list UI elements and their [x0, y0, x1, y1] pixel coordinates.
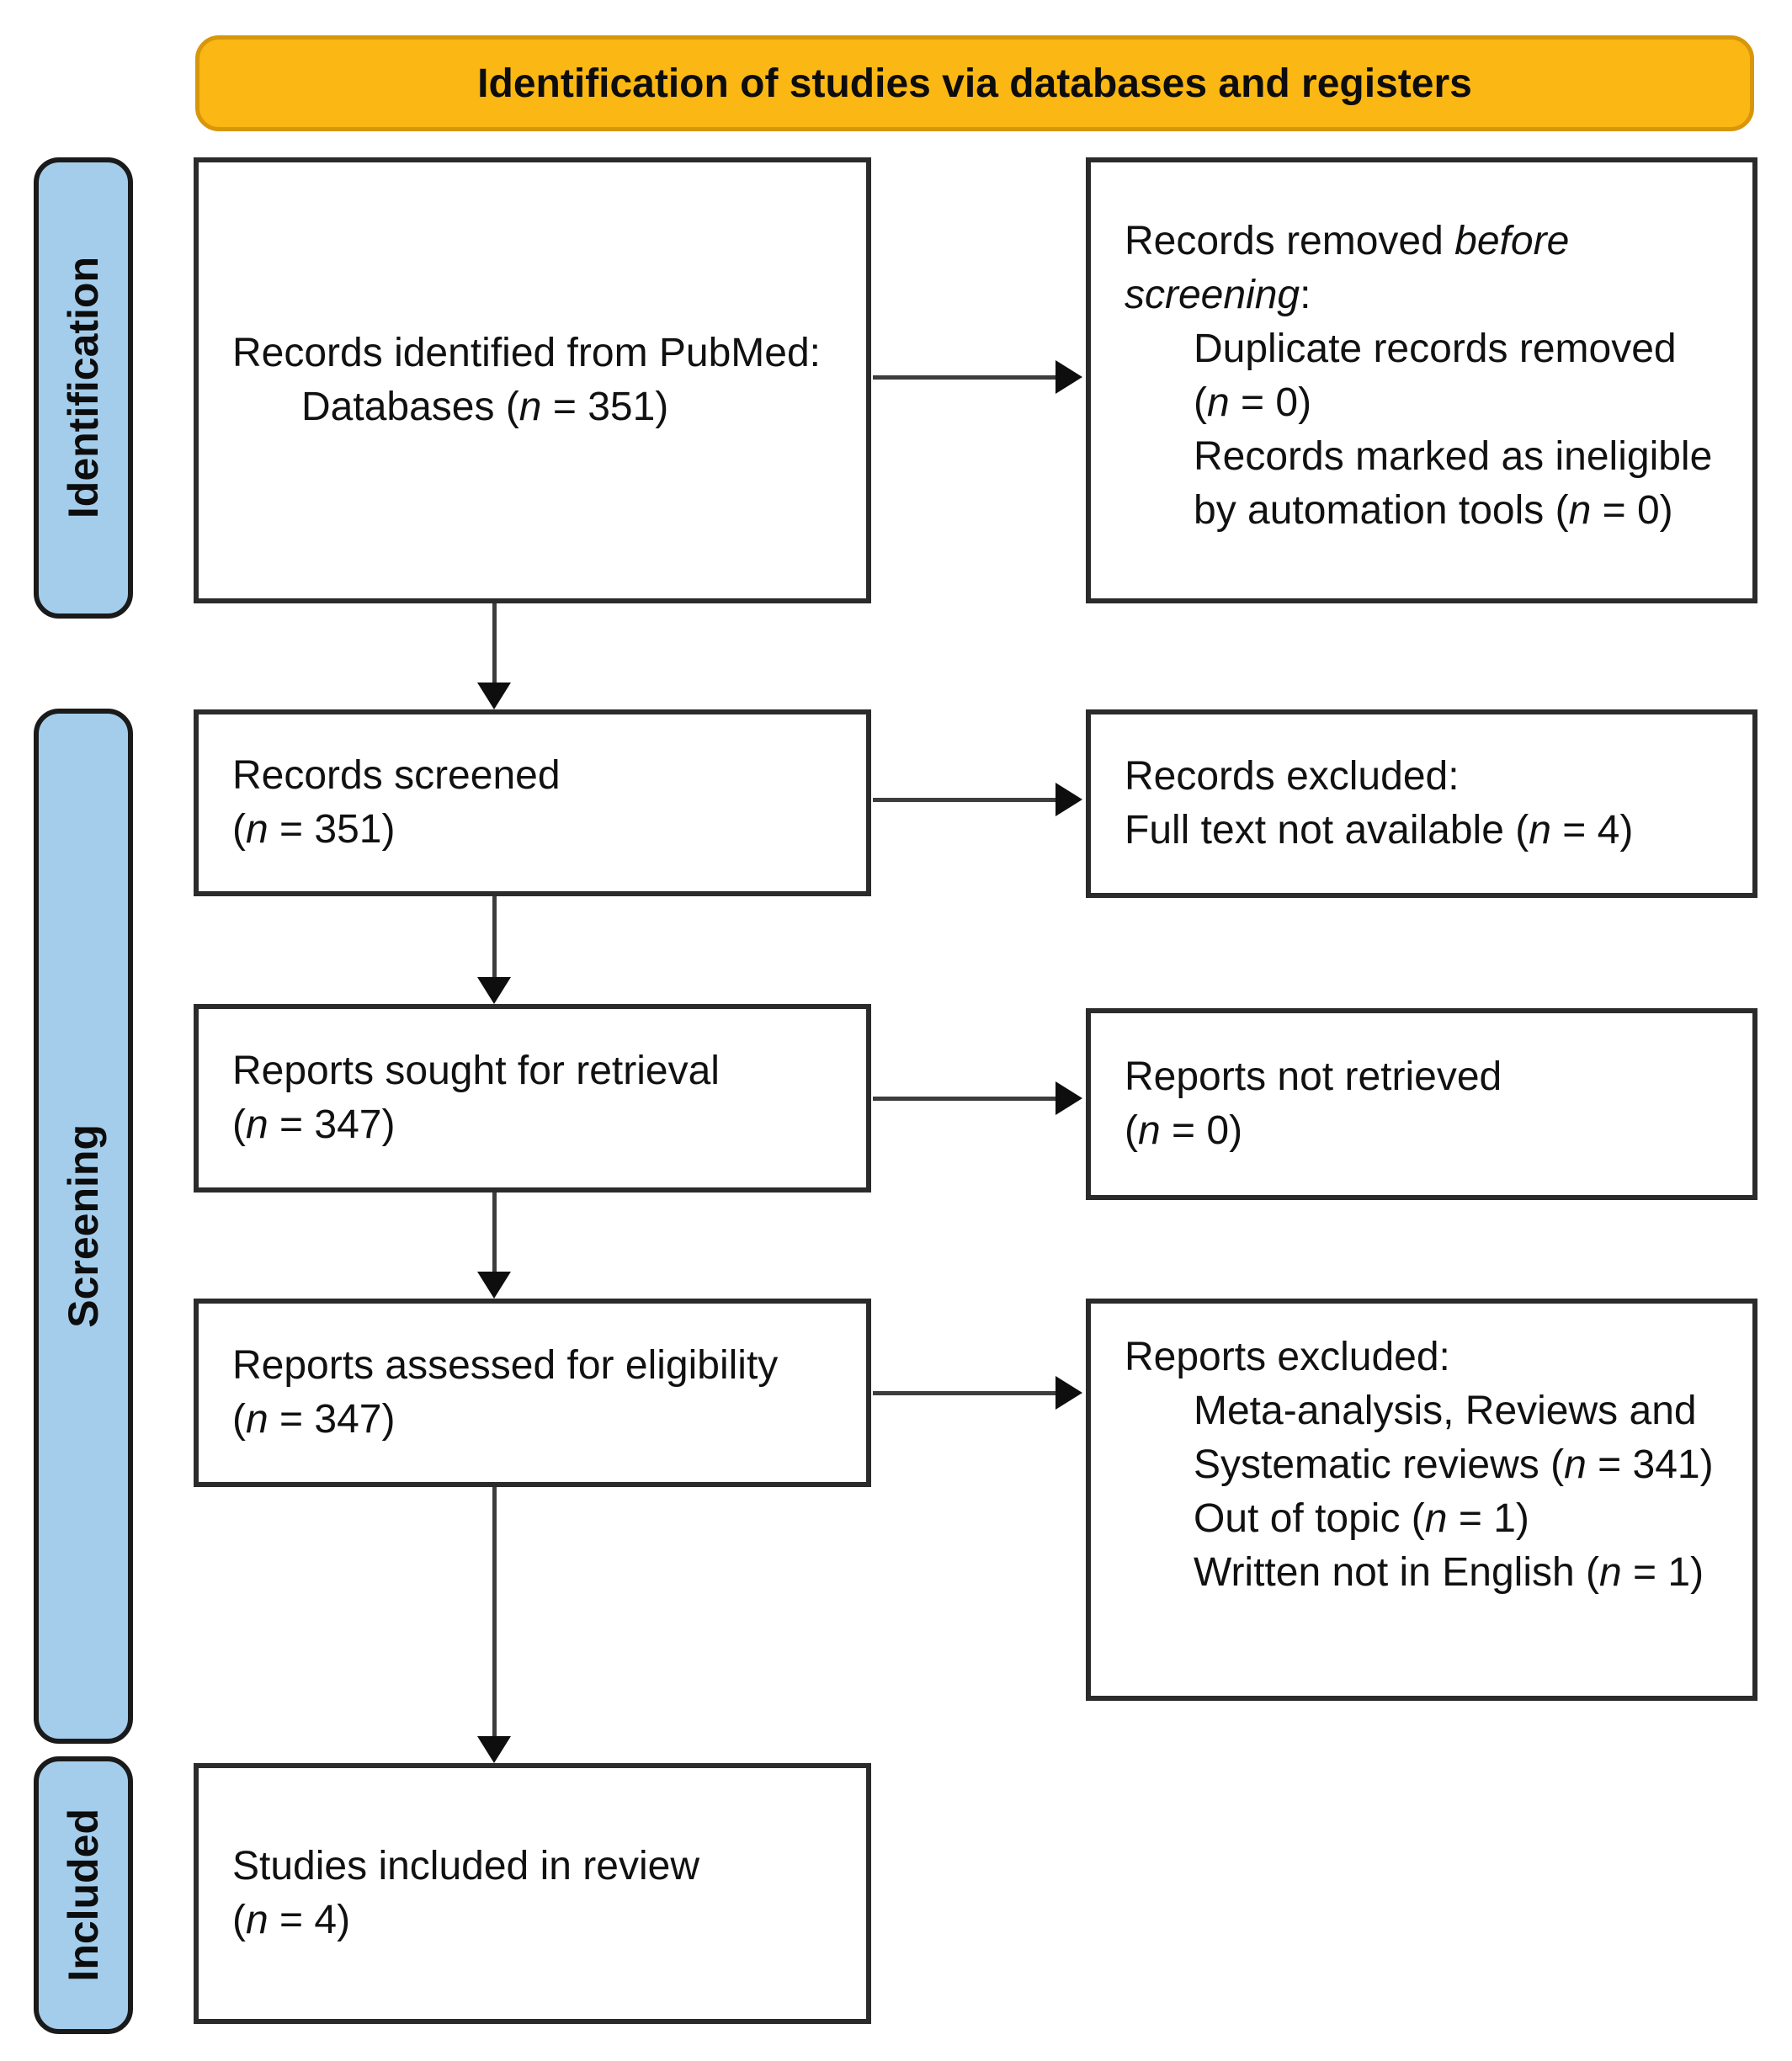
stage-label-included: Included: [34, 1756, 133, 2034]
box-studies-included-text: Studies included in review(n = 4): [232, 1844, 699, 1942]
arrow-screened-to-sought-line: [492, 896, 497, 980]
arrow-right-icon: [1056, 783, 1082, 816]
box-reports-sought: Reports sought for retrieval(n = 347): [194, 1004, 871, 1193]
arrow-identified-to-removed-line: [873, 375, 1060, 380]
box-reports-sought-text: Reports sought for retrieval(n = 347): [232, 1049, 720, 1147]
box-reports-not-retrieved-text: Reports not retrieved(n = 0): [1125, 1054, 1502, 1153]
arrow-sought-to-assessed-line: [492, 1193, 497, 1275]
arrow-down-icon: [477, 1736, 511, 1763]
arrow-assessed-to-excluded-line: [873, 1391, 1060, 1395]
arrow-right-icon: [1056, 1081, 1082, 1115]
arrow-right-icon: [1056, 1376, 1082, 1410]
box-studies-included: Studies included in review(n = 4): [194, 1763, 871, 2024]
banner: Identification of studies via databases …: [195, 35, 1754, 131]
arrow-down-icon: [477, 1272, 511, 1299]
box-records-excluded: Records excluded:Full text not available…: [1086, 709, 1757, 898]
box-records-identified: Records identified from PubMed:Databases…: [194, 157, 871, 603]
box-reports-assessed-text: Reports assessed for eligibility(n = 347…: [232, 1343, 779, 1442]
box-reports-assessed: Reports assessed for eligibility(n = 347…: [194, 1299, 871, 1487]
stage-label-screening-text: Screening: [60, 1124, 107, 1328]
stage-label-identification-text: Identification: [60, 257, 107, 519]
arrow-screened-to-excluded-line: [873, 798, 1060, 802]
arrow-down-icon: [477, 683, 511, 709]
arrow-right-icon: [1056, 360, 1082, 394]
box-reports-excluded-text: Reports excluded:Meta-analysis, Reviews …: [1125, 1335, 1714, 1595]
stage-label-included-text: Included: [60, 1809, 107, 1982]
box-records-screened-text: Records screened(n = 351): [232, 753, 561, 852]
arrow-identified-to-screened-line: [492, 603, 497, 686]
box-reports-not-retrieved: Reports not retrieved(n = 0): [1086, 1008, 1757, 1200]
banner-title: Identification of studies via databases …: [477, 61, 1472, 106]
box-records-identified-text: Records identified from PubMed:Databases…: [232, 331, 821, 429]
stage-label-screening: Screening: [34, 709, 133, 1744]
arrow-assessed-to-included-line: [492, 1487, 497, 1738]
arrow-sought-to-not-retrieved-line: [873, 1097, 1060, 1101]
box-records-excluded-text: Records excluded:Full text not available…: [1125, 754, 1634, 853]
box-reports-excluded: Reports excluded:Meta-analysis, Reviews …: [1086, 1299, 1757, 1701]
arrow-down-icon: [477, 977, 511, 1004]
stage-label-identification: Identification: [34, 157, 133, 619]
box-records-screened: Records screened(n = 351): [194, 709, 871, 896]
